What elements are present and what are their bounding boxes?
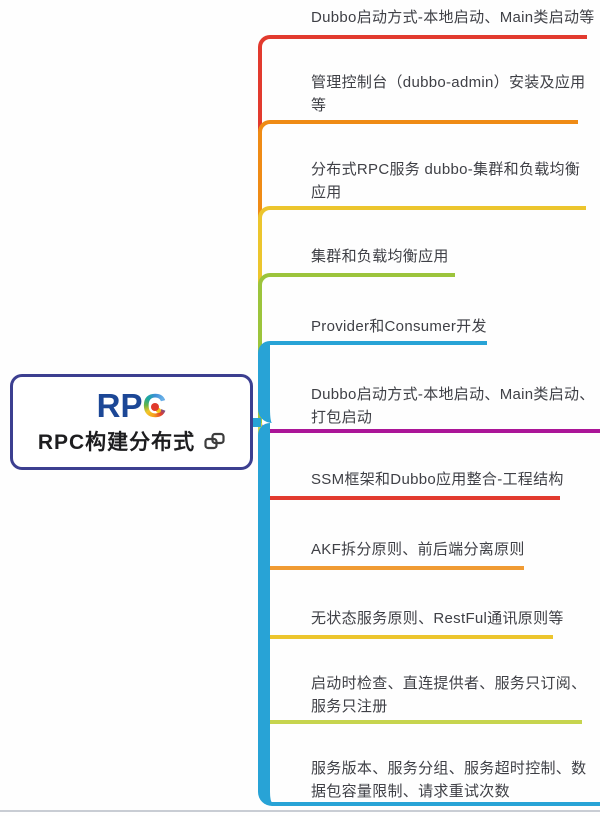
branch-topic-akf-principles[interactable]: AKF拆分原则、前后端分离原则 bbox=[311, 541, 525, 558]
branch-topic-start-package[interactable]: Dubbo启动方式-本地启动、Main类启动、打包启动 bbox=[311, 386, 595, 426]
branch-topic-dubbo-start-modes[interactable]: Dubbo启动方式-本地启动、Main类启动等 bbox=[311, 9, 595, 26]
trunk-connector bbox=[247, 418, 261, 427]
linked-topic-icon[interactable] bbox=[204, 432, 225, 450]
rpc-logo-rp: RP bbox=[96, 386, 143, 424]
branch-topic-startup-check[interactable]: 启动时检查、直连提供者、服务只订阅、服务只注册 bbox=[311, 675, 587, 715]
branch-topic-dubbo-admin[interactable]: 管理控制台（dubbo-admin）安装及应用等 bbox=[311, 74, 586, 114]
branch-topic-service-version[interactable]: 服务版本、服务分组、服务超时控制、数据包容量限制、请求重试次数 bbox=[311, 760, 587, 800]
branch-topic-stateless-restful[interactable]: 无状态服务原则、RestFul通讯原则等 bbox=[311, 610, 564, 627]
branch-topic-provider-consumer[interactable]: Provider和Consumer开发 bbox=[311, 318, 487, 335]
branch-topic-ssm-integration[interactable]: SSM框架和Dubbo应用整合-工程结构 bbox=[311, 471, 564, 488]
central-topic-title: RPC构建分布式 bbox=[37, 430, 196, 454]
branch-topic-cluster-loadbalance[interactable]: 集群和负载均衡应用 bbox=[311, 248, 449, 265]
rpc-logo-c: C bbox=[142, 386, 167, 424]
branch-line-5 bbox=[258, 341, 487, 423]
window-border bbox=[0, 810, 600, 812]
branch-line-11 bbox=[258, 423, 600, 806]
branch-topic-distributed-rpc[interactable]: 分布式RPC服务 dubbo-集群和负载均衡应用 bbox=[311, 161, 581, 201]
